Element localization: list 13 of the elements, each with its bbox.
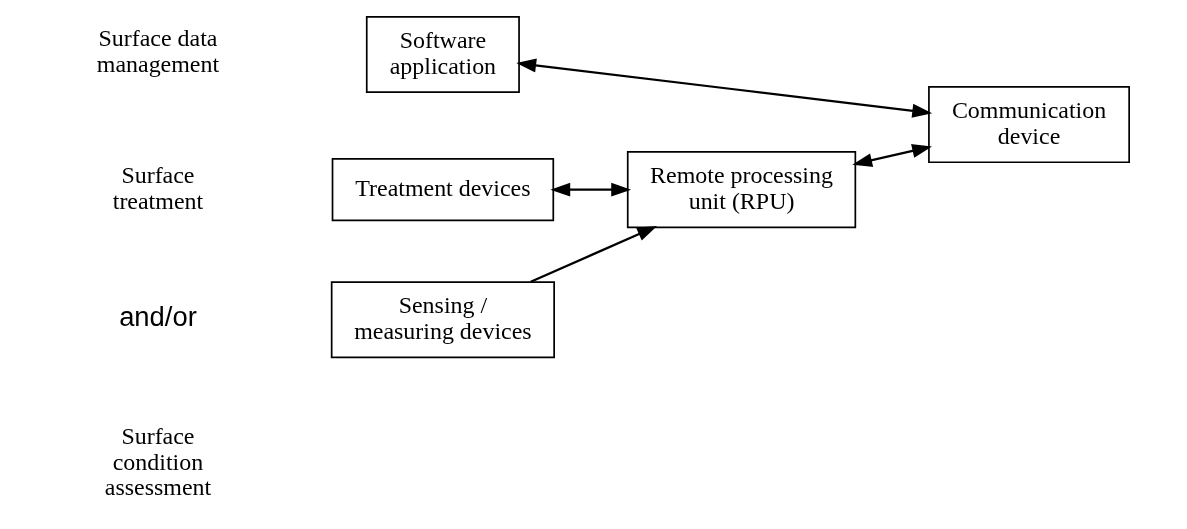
- label: Surface treatment: [112, 162, 204, 214]
- arrow: [550, 182, 632, 197]
- node-box: Communication device: [928, 86, 1130, 164]
- node-box: Remote processing unit (RPU): [626, 151, 857, 229]
- arrow: [852, 144, 932, 167]
- label: Surface condition assessment: [104, 423, 212, 501]
- node-box: Treatment devices: [331, 157, 555, 222]
- node-box: Sensing / measuring devices: [330, 281, 555, 359]
- label: and/or: [119, 301, 197, 333]
- arrow: [530, 226, 658, 283]
- node-box: Software application: [365, 15, 520, 93]
- label: Surface data management: [96, 25, 220, 77]
- arrow: [516, 58, 933, 118]
